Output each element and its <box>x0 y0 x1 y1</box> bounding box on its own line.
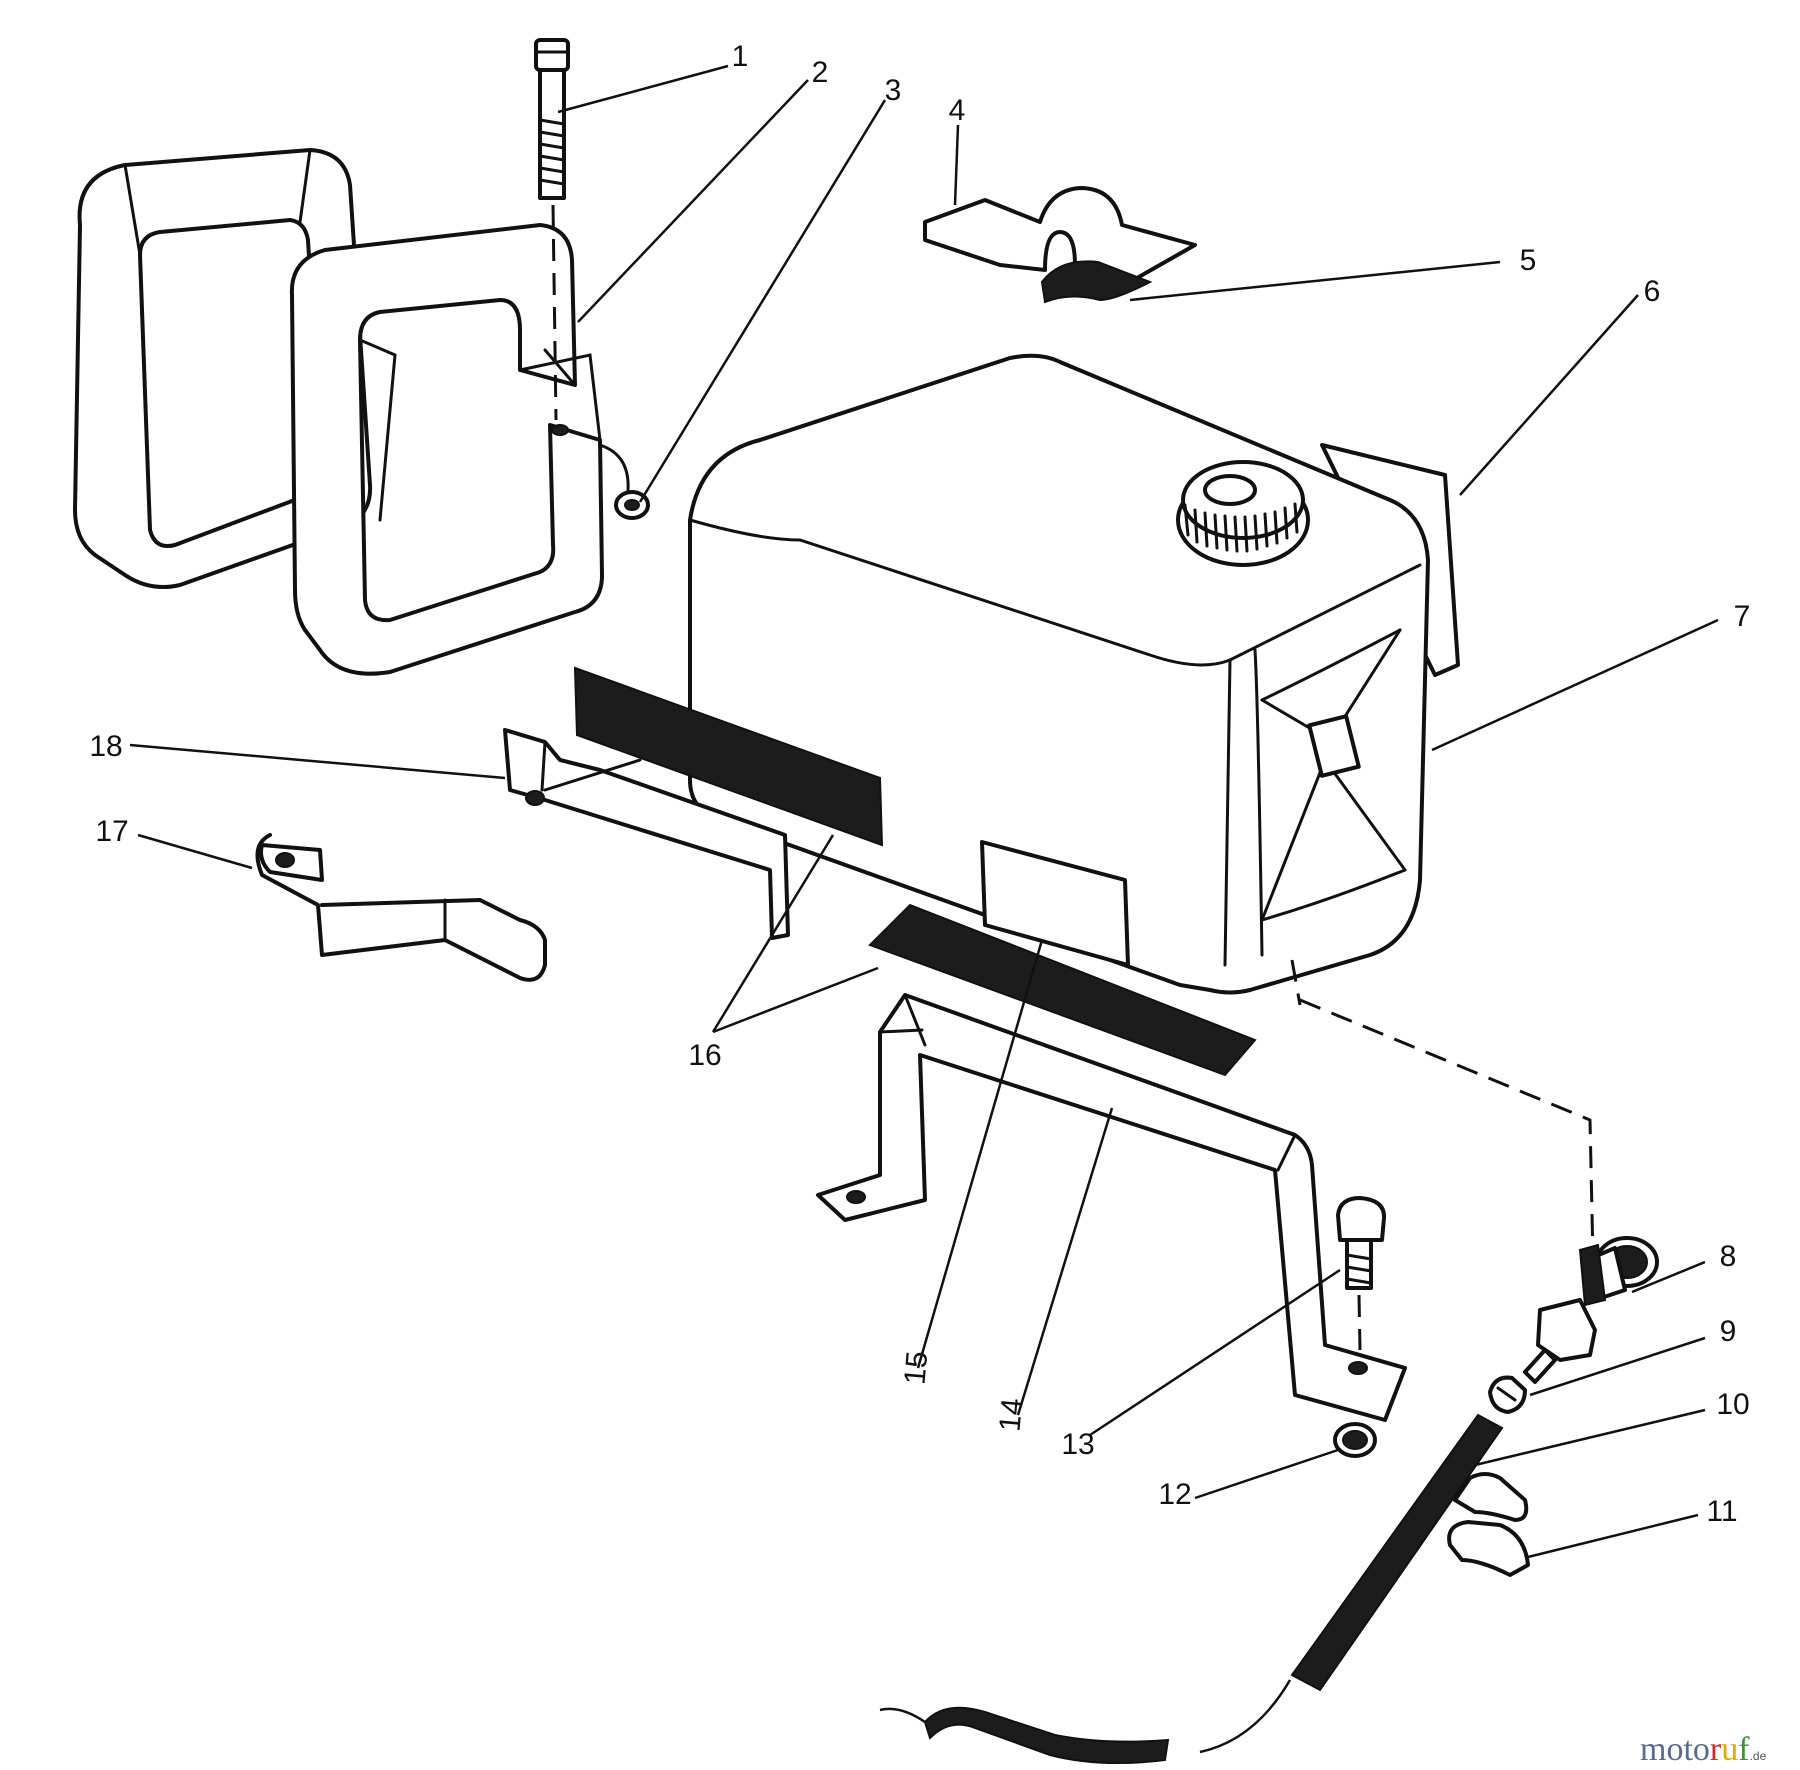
pad-16-upper <box>573 666 884 847</box>
watermark-text: motoruf.de <box>1640 1731 1767 1768</box>
fuel-valve-8 <box>1523 1236 1659 1384</box>
callout-10: 10 <box>1716 1388 1749 1421</box>
callout-13: 13 <box>1061 1428 1094 1461</box>
callout-4: 4 <box>949 94 966 127</box>
bolt-13 <box>1336 1196 1387 1351</box>
fuel-hose-10 <box>879 1413 1504 1765</box>
pad-16-lower <box>868 903 1257 1077</box>
bracket-18 <box>503 728 790 940</box>
clamp-9 <box>1488 1375 1527 1414</box>
strap-17 <box>255 833 547 982</box>
callout-6: 6 <box>1644 275 1661 308</box>
callout-14: 14 <box>994 1397 1030 1433</box>
callout-17: 17 <box>95 815 128 848</box>
callout-1: 1 <box>732 40 749 73</box>
callout-18: 18 <box>89 730 122 763</box>
nut-12 <box>1333 1422 1377 1458</box>
callout-numbers: 1 2 3 4 5 6 7 8 9 10 11 12 13 14 15 16 1… <box>89 40 1750 1528</box>
mounting-strap-14 <box>816 993 1407 1422</box>
leader-lines <box>129 64 1719 1559</box>
callout-11: 11 <box>1706 1495 1737 1528</box>
callout-8: 8 <box>1720 1240 1737 1273</box>
nut-3 <box>598 443 650 520</box>
callout-12: 12 <box>1158 1478 1191 1511</box>
callout-7: 7 <box>1734 600 1751 633</box>
callout-2: 2 <box>812 56 829 89</box>
callout-16: 16 <box>688 1039 721 1072</box>
clamp-11 <box>1447 1472 1530 1577</box>
callout-15: 15 <box>899 1350 935 1386</box>
callout-3: 3 <box>885 74 902 107</box>
strap-clip-4 <box>923 186 1197 304</box>
front-tank-guard <box>289 223 604 676</box>
bolt-1 <box>534 38 570 421</box>
watermark-logo: motoruf.de <box>1640 1731 1767 1768</box>
callout-9: 9 <box>1720 1315 1737 1348</box>
callout-5: 5 <box>1520 244 1537 277</box>
